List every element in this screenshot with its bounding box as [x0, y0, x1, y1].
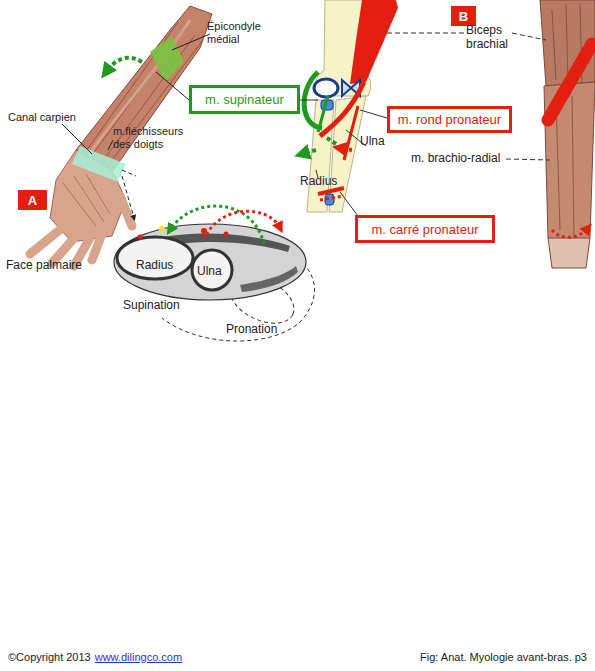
bone-name: Radius	[136, 259, 173, 273]
part-name: Biceps brachial	[466, 24, 518, 52]
box-text: m. supinateur	[205, 92, 284, 107]
view-name: Face palmaire	[6, 259, 82, 273]
copyright-note: ©Copyright 2013	[8, 651, 91, 664]
box-text: B	[459, 9, 468, 24]
part-name: Canal carpien	[8, 111, 76, 124]
muscle-callout: m. carré pronateur	[355, 215, 495, 243]
bone-name: Radius	[300, 175, 337, 189]
panel-tag: A	[18, 190, 47, 210]
leader-lines-b	[300, 33, 550, 216]
part-name: m. brachio-radial	[411, 152, 500, 166]
leader-lines-a	[62, 34, 210, 218]
part-name: m.fléchisseurs des doigts	[113, 125, 195, 150]
right-arm	[540, 0, 595, 268]
wrist-cross-section	[114, 206, 315, 341]
bone-name: Ulna	[360, 135, 385, 149]
muscle-callout: m. rond pronateur	[387, 106, 512, 133]
part-name: Épicondyle médial	[207, 20, 277, 45]
box-text: m. rond pronateur	[398, 112, 501, 127]
muscle-callout: m. supinateur	[189, 85, 300, 114]
box-text: m. carré pronateur	[372, 222, 479, 237]
bone-name: Ulna	[197, 265, 222, 279]
movement-name: Pronation	[226, 323, 277, 337]
panel-tag: B	[451, 6, 476, 26]
website-link: www.dilingco.com	[95, 651, 182, 664]
movement-name: Supination	[123, 299, 180, 313]
figure-caption: Fig: Anat. Myologie avant-bras. p3	[420, 651, 587, 663]
box-text: A	[28, 193, 37, 208]
